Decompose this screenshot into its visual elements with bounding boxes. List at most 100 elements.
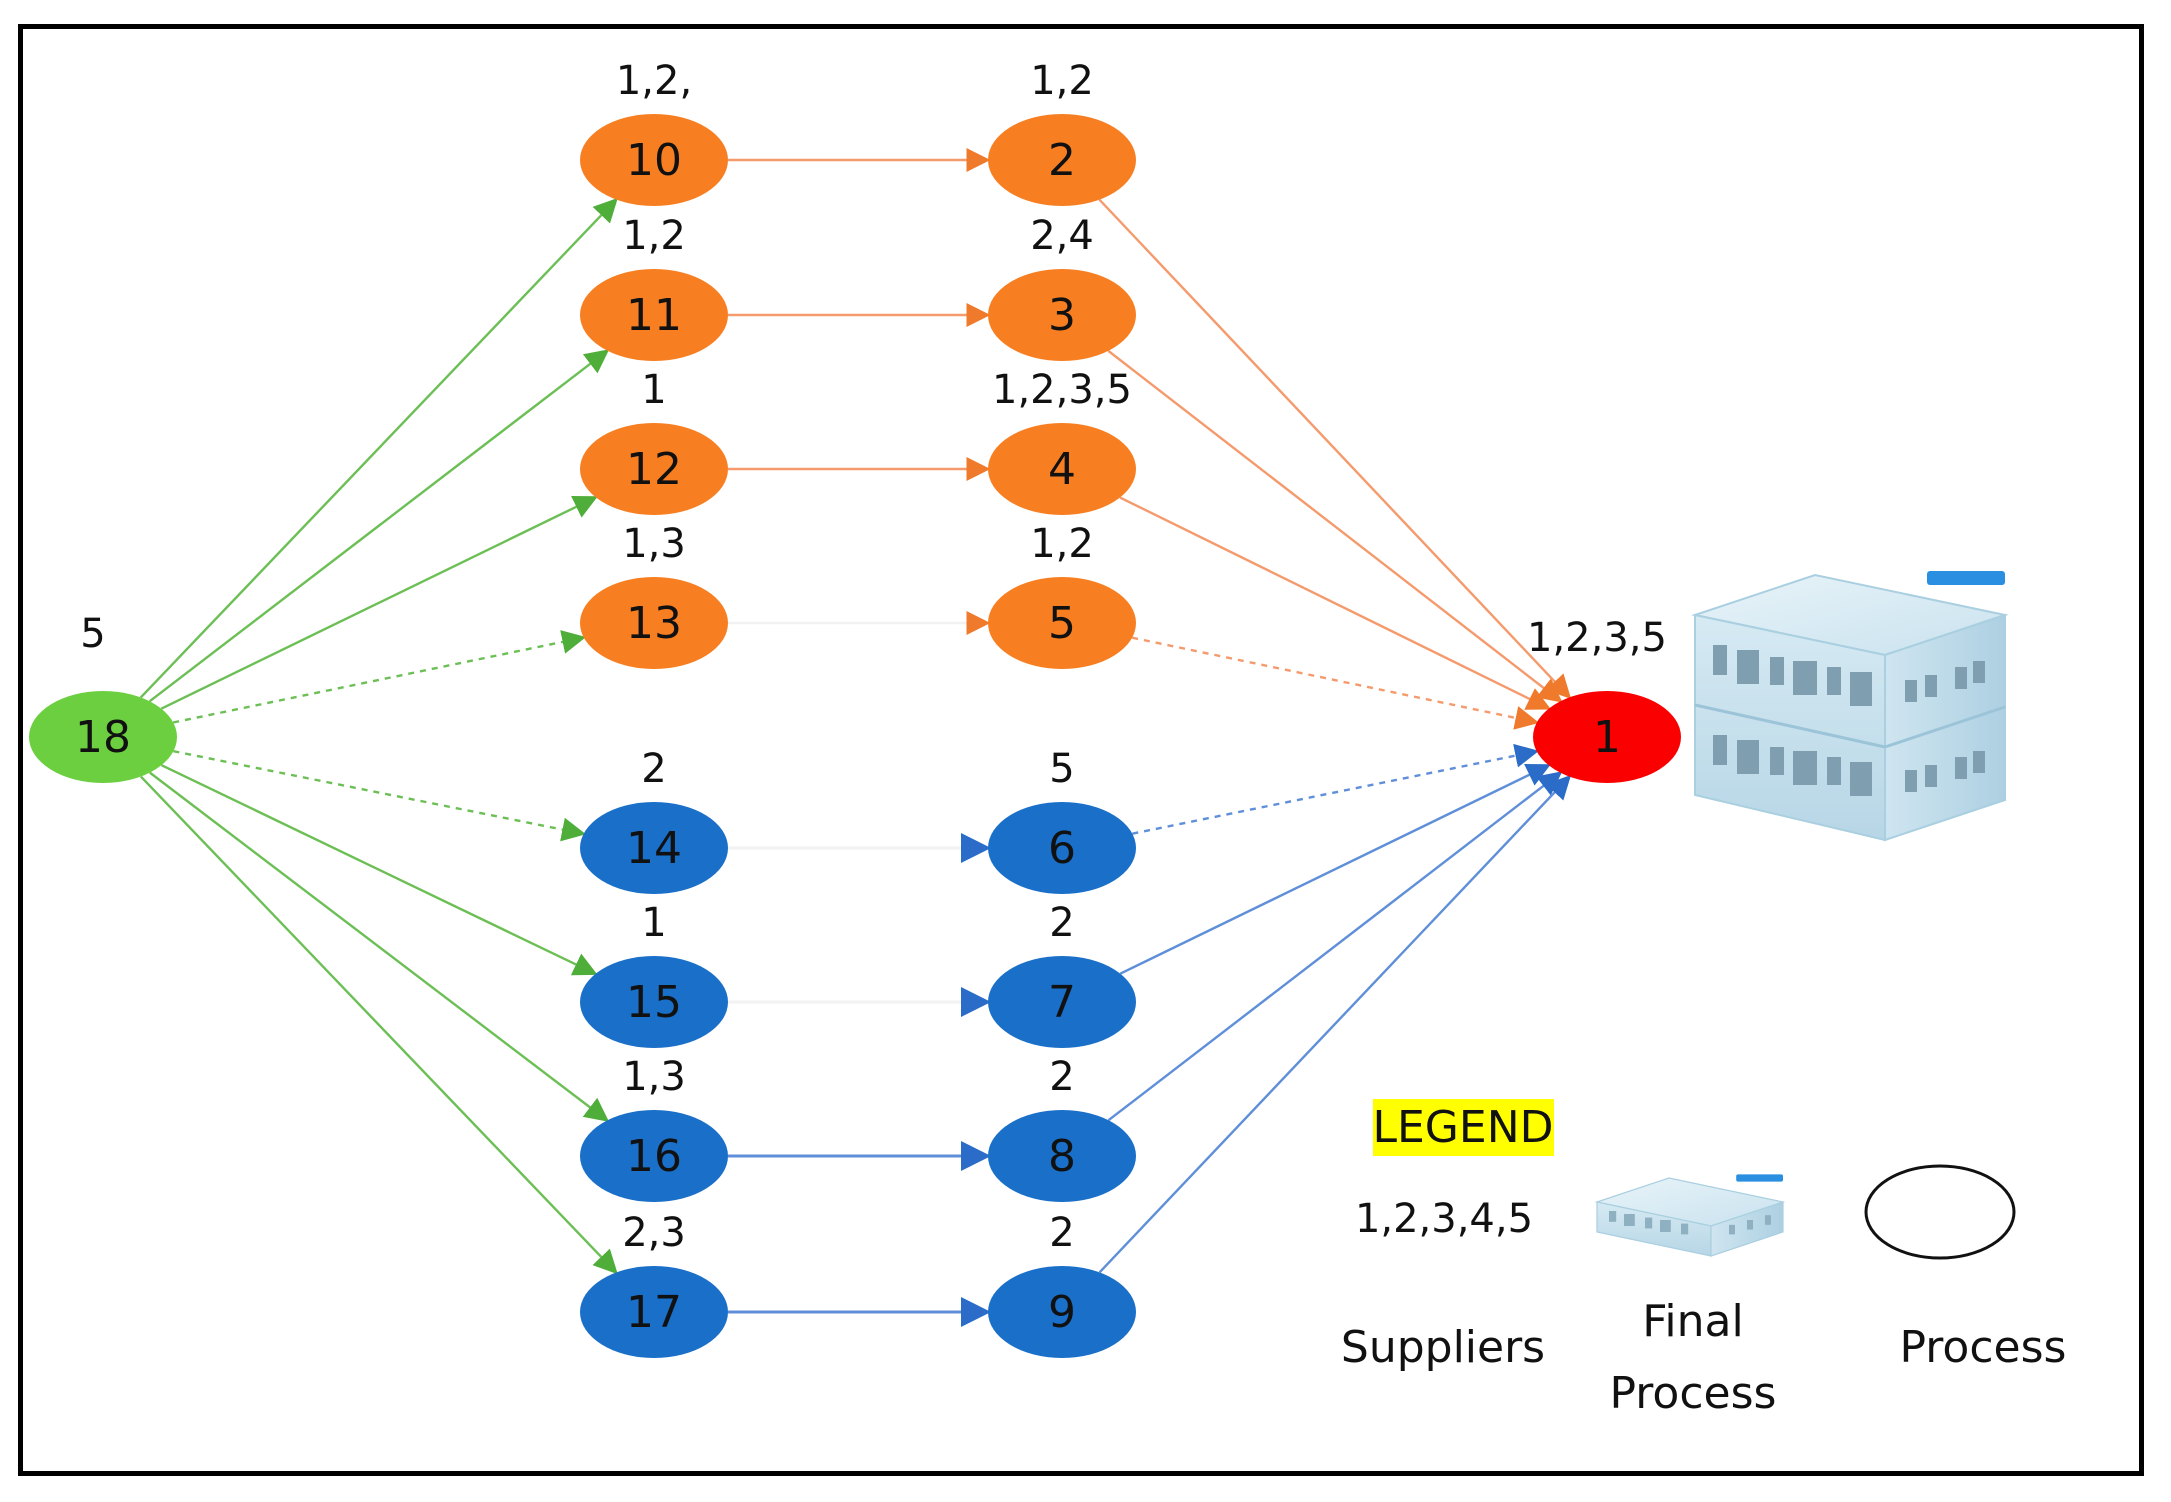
node-ellipse-4 <box>988 423 1136 515</box>
edge-18-to-13 <box>172 630 587 724</box>
legend-suppliers-label: Suppliers <box>1341 1322 1545 1373</box>
edge-8-to-1 <box>1107 771 1563 1122</box>
edges-layer <box>139 148 1572 1327</box>
supplier-label-11: 1,2 <box>622 213 686 259</box>
node-label-10: 10 <box>626 135 682 186</box>
node-label-6: 6 <box>1048 823 1076 874</box>
legend: LEGEND 1,2,3,4,5 Suppliers Final Process… <box>1341 1099 2067 1419</box>
node-ellipse-15 <box>580 956 728 1048</box>
supplier-label-17: 2,3 <box>622 1210 686 1256</box>
process-node-2: 21,2 <box>988 58 1136 206</box>
process-node-4: 4 1,2,3,5 <box>988 367 1136 515</box>
process-node-9: 92 <box>988 1210 1136 1358</box>
node-ellipse-10 <box>580 114 728 206</box>
node-label-17: 17 <box>626 1287 682 1338</box>
node-ellipse-11 <box>580 269 728 361</box>
supplier-label-10: 1,2, <box>616 58 692 104</box>
edge-6-to-1 <box>1132 743 1540 835</box>
node-ellipse-13 <box>580 577 728 669</box>
process-node-15: 15 1 <box>580 900 728 1048</box>
node-ellipse-2 <box>988 114 1136 206</box>
edge-2-to-1 <box>1098 198 1572 700</box>
edge-5-to-1 <box>1131 636 1540 730</box>
node-label-13: 13 <box>626 598 682 649</box>
process-node-14: 14 2 <box>580 746 728 894</box>
node-ellipse-14 <box>580 802 728 894</box>
node-label-12: 12 <box>626 444 682 495</box>
process-node-8: 82 <box>988 1054 1136 1202</box>
supplier-label-2: 1,2 <box>1030 58 1094 104</box>
node-ellipse-18 <box>29 691 177 783</box>
edge-18-to-15 <box>161 764 598 976</box>
supplier-label-5: 1,2 <box>1030 521 1094 567</box>
node-ellipse-3 <box>988 269 1136 361</box>
supplier-label-16: 1,3 <box>622 1054 686 1100</box>
node-label-2: 2 <box>1048 135 1076 186</box>
node-label-9: 9 <box>1048 1287 1076 1338</box>
legend-supplier-example: 1,2,3,4,5 <box>1355 1196 1533 1242</box>
process-node-18: 18 5 <box>29 611 177 783</box>
supplier-label-9: 2 <box>1049 1210 1074 1256</box>
supplier-label-7: 2 <box>1049 900 1074 946</box>
node-ellipse-9 <box>988 1266 1136 1358</box>
supplier-label-1: 1,2,3,5 <box>1527 615 1667 661</box>
node-ellipse-17 <box>580 1266 728 1358</box>
node-label-15: 15 <box>626 977 682 1028</box>
node-label-14: 14 <box>626 823 682 874</box>
node-label-16: 16 <box>626 1131 682 1182</box>
edge-18-to-17 <box>140 775 618 1275</box>
supplier-label-3: 2,4 <box>1030 213 1094 259</box>
supplier-label-6: 5 <box>1049 746 1074 792</box>
node-label-4: 4 <box>1048 444 1076 495</box>
process-node-13: 131,3 <box>580 521 728 669</box>
supplier-label-8: 2 <box>1049 1054 1074 1100</box>
process-node-16: 161,3 <box>580 1054 728 1202</box>
node-ellipse-8 <box>988 1110 1136 1202</box>
nodes-layer: 185101,2,111,2121131,3142151161,3172,321… <box>29 58 1681 1358</box>
supplier-label-15: 1 <box>641 900 666 946</box>
node-label-1: 1 <box>1593 712 1621 763</box>
process-node-17: 172,3 <box>580 1210 728 1358</box>
process-node-6: 65 <box>988 746 1136 894</box>
process-node-11: 111,2 <box>580 213 728 361</box>
edge-18-to-11 <box>148 349 610 703</box>
legend-title: LEGEND <box>1372 1102 1553 1153</box>
supplier-label-4: 1,2,3,5 <box>992 367 1132 413</box>
supplier-label-14: 2 <box>641 746 666 792</box>
node-label-8: 8 <box>1048 1131 1076 1182</box>
ellipse-outline-icon <box>1864 1164 2016 1260</box>
process-node-3: 32,4 <box>988 213 1136 361</box>
node-ellipse-7 <box>988 956 1136 1048</box>
edge-18-to-12 <box>160 496 598 710</box>
edge-9-to-1 <box>1098 774 1572 1274</box>
node-ellipse-5 <box>988 577 1136 669</box>
process-node-5: 51,2 <box>988 521 1136 669</box>
factory-building-icon <box>1594 1174 1786 1257</box>
node-ellipse-16 <box>580 1110 728 1202</box>
edge-18-to-10 <box>139 197 618 699</box>
process-node-10: 10 1,2, <box>580 58 728 206</box>
legend-final-process-label-line2: Process <box>1610 1368 1777 1419</box>
process-node-1: 1 1,2,3,5 <box>1527 615 1681 783</box>
edge-18-to-14 <box>173 750 586 842</box>
node-ellipse-12 <box>580 423 728 515</box>
process-node-12: 12 1 <box>580 367 728 515</box>
supplier-label-13: 1,3 <box>622 521 686 567</box>
legend-process-label: Process <box>1900 1322 2067 1373</box>
node-label-11: 11 <box>626 290 682 341</box>
supplier-label-18: 5 <box>80 611 105 657</box>
legend-final-process-label-line1: Final <box>1642 1296 1743 1347</box>
process-node-7: 72 <box>988 900 1136 1048</box>
legend-title-highlight <box>1373 1099 1554 1156</box>
edge-3-to-1 <box>1107 349 1563 703</box>
node-ellipse-1 <box>1533 691 1681 783</box>
node-label-5: 5 <box>1048 598 1076 649</box>
supplier-label-12: 1 <box>641 367 666 413</box>
node-label-18: 18 <box>75 712 131 763</box>
node-ellipse-6 <box>988 802 1136 894</box>
edge-4-to-1 <box>1119 496 1552 710</box>
factory-building-icon <box>1691 571 2009 842</box>
edge-18-to-16 <box>149 771 610 1122</box>
node-label-7: 7 <box>1048 977 1076 1028</box>
